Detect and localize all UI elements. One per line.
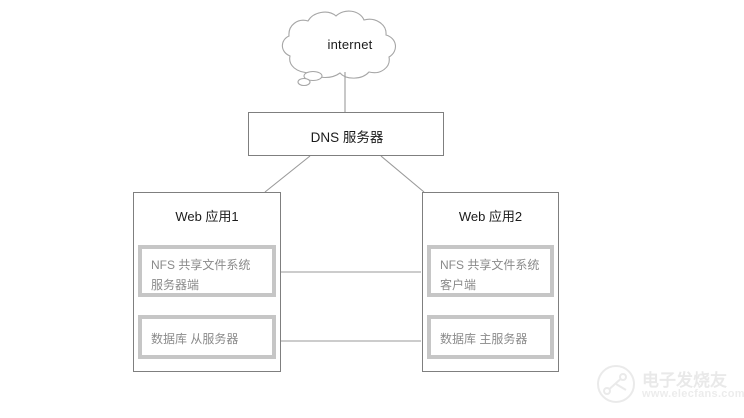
db-slave-label-line1: 数据库 从服务器 [151,332,239,346]
dns-server-label: DNS 服务器 [310,130,384,145]
nfs-client-box: NFS 共享文件系统 客户端 [427,245,554,297]
nfs-client-label-line1: NFS 共享文件系统 [440,258,540,272]
nfs-server-box: NFS 共享文件系统 服务器端 [138,245,276,297]
web-app-2-title: Web 应用2 [458,209,523,224]
internet-cloud-icon [281,10,396,87]
watermark-brand: 电子发烧友 [642,371,727,390]
web-app-2-box: Web 应用2 NFS 共享文件系统 客户端 数据库 主服务器 [422,192,559,372]
internet-cloud-label: internet [327,37,373,52]
nfs-server-label-line1: NFS 共享文件系统 [151,258,251,272]
nfs-client-label-line2: 客户端 [440,278,477,292]
db-slave-box: 数据库 从服务器 [138,315,276,359]
dns-server-box: DNS 服务器 [248,112,444,156]
connector-dns-to-web-app-2 [380,155,425,193]
web-app-1-box: Web 应用1 NFS 共享文件系统 服务器端 数据库 从服务器 [133,192,281,372]
db-master-box: 数据库 主服务器 [427,315,554,359]
db-master-label-line1: 数据库 主服务器 [440,332,528,346]
web-app-1-title: Web 应用1 [175,209,239,224]
connector-dns-to-web-app-1 [264,155,311,193]
watermark-url: www.elecfans.com [642,388,744,400]
elecfans-logo-icon [597,365,635,403]
watermark: 电子发烧友 www.elecfans.com [596,362,744,410]
nfs-server-label-line2: 服务器端 [151,278,200,292]
